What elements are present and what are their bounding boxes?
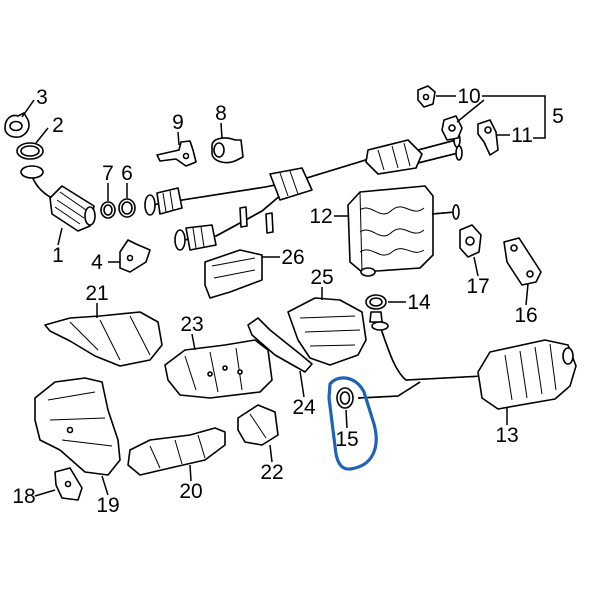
callout-12: 12	[309, 205, 332, 228]
part-13	[477, 339, 577, 410]
callout-23: 23	[180, 313, 203, 336]
part-18	[54, 467, 83, 501]
part-21	[44, 311, 163, 367]
callout-17: 17	[466, 275, 489, 298]
part-15	[336, 387, 354, 409]
callout-18: 18	[12, 485, 35, 508]
part-9	[156, 140, 197, 167]
part-15-highlight-outline	[327, 376, 378, 471]
leader-24	[299, 370, 305, 398]
callout-20: 20	[179, 480, 202, 503]
leader-1	[57, 227, 63, 246]
callout-7: 7	[102, 162, 114, 185]
leader-17	[473, 256, 479, 277]
leader-9	[177, 131, 180, 146]
part-14	[365, 294, 387, 323]
callout-16: 16	[514, 304, 537, 327]
leader-23	[191, 333, 196, 351]
part-23	[164, 339, 273, 399]
leader-8	[220, 122, 223, 139]
leader-15	[345, 409, 348, 429]
part-11	[477, 119, 499, 156]
callout-10: 10	[457, 85, 480, 108]
callout-26: 26	[281, 246, 304, 269]
callout-4: 4	[91, 251, 103, 274]
part-4	[119, 239, 151, 273]
callout-1: 1	[52, 244, 64, 267]
part-7	[100, 201, 116, 219]
callout-2: 2	[52, 114, 64, 137]
leader-5-bracket	[482, 95, 546, 139]
callout-14: 14	[407, 291, 431, 314]
part-12	[347, 185, 460, 277]
leader-16	[525, 283, 529, 306]
part-1	[20, 165, 96, 232]
leader-20	[189, 464, 192, 482]
leader-18	[34, 489, 56, 497]
part-26	[204, 249, 263, 299]
callout-3: 3	[36, 86, 48, 109]
leader-5	[456, 99, 485, 123]
leader-19	[101, 475, 109, 496]
callout-22: 22	[260, 461, 283, 484]
callout-8: 8	[215, 102, 227, 125]
part-2	[16, 142, 44, 160]
callout-5: 5	[552, 105, 564, 128]
callout-11: 11	[511, 124, 533, 147]
leader-22	[269, 444, 273, 463]
callout-15: 15	[335, 428, 358, 451]
part-22	[237, 404, 279, 446]
part-19	[34, 377, 121, 476]
part-6	[118, 198, 136, 218]
callout-9: 9	[172, 111, 184, 134]
part-16	[503, 237, 542, 286]
callout-19: 19	[96, 494, 119, 517]
callout-21: 21	[85, 282, 108, 305]
part-8	[211, 137, 244, 164]
leader-lines	[21, 95, 546, 497]
callout-24: 24	[292, 396, 316, 419]
part-25	[287, 297, 367, 366]
part-10	[417, 85, 436, 108]
part-20	[127, 427, 226, 476]
part-24	[247, 317, 313, 373]
part-3	[4, 112, 30, 138]
leader-3	[21, 99, 35, 118]
callout-25: 25	[310, 266, 333, 289]
callout-6: 6	[121, 162, 133, 185]
rear-pipe	[357, 321, 483, 399]
callout-labels: 1 2 3 4 5 6 7 8 9 10 11 12 13 14 15 16 1…	[12, 85, 564, 517]
callout-13: 13	[495, 424, 518, 447]
leader-2	[35, 127, 49, 144]
front-pipe-assembly	[144, 132, 463, 251]
part-17	[459, 224, 482, 258]
